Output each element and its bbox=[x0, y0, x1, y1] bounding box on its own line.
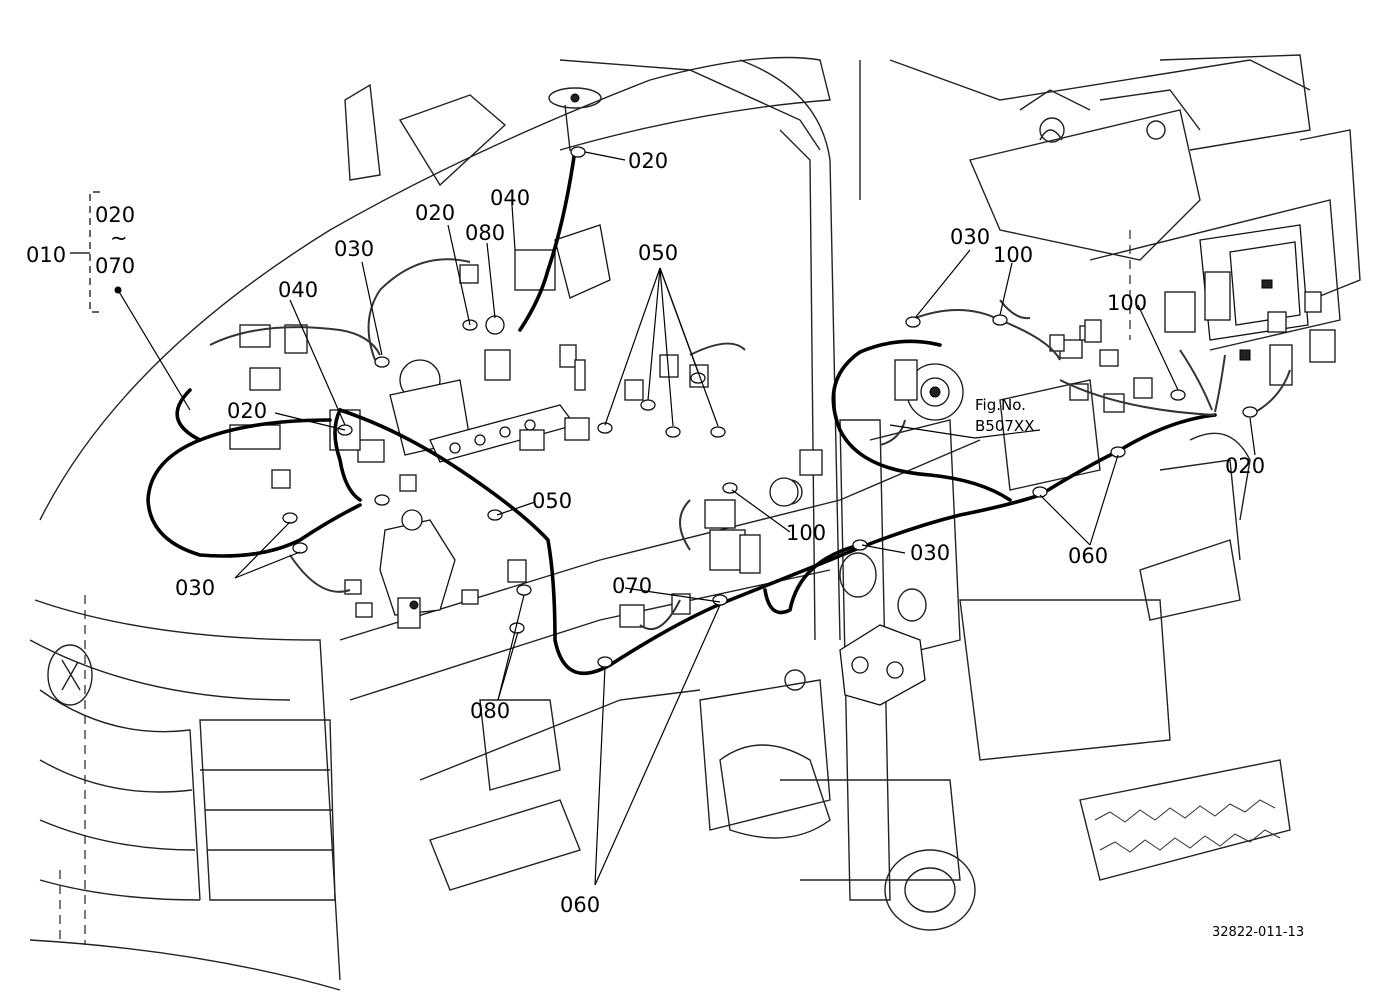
tractor-body-outline bbox=[29, 54, 1361, 991]
callout-020-right: 020 bbox=[1225, 454, 1265, 478]
callout-040-top: 040 bbox=[490, 186, 530, 210]
callout-030-mid: 030 bbox=[910, 541, 950, 565]
wiring-harness bbox=[146, 148, 1291, 676]
callout-060-right: 060 bbox=[1068, 544, 1108, 568]
group-id-label: 010 bbox=[26, 243, 66, 267]
group-range-tilde: ~ bbox=[110, 226, 128, 250]
callout-060-bottom: 060 bbox=[560, 893, 600, 917]
callout-020-top: 020 bbox=[628, 149, 668, 173]
group-bracket bbox=[70, 191, 100, 313]
drawing-code: 32822-011-13 bbox=[1212, 925, 1304, 940]
callout-080-bottom: 080 bbox=[470, 699, 510, 723]
electrical-components bbox=[229, 93, 1336, 706]
callout-100-top: 100 bbox=[993, 243, 1033, 267]
fig-ref-code: B507XX bbox=[975, 417, 1034, 435]
callout-080-top: 080 bbox=[465, 221, 505, 245]
callout-100-right: 100 bbox=[1107, 291, 1147, 315]
group-marker-dot bbox=[114, 286, 122, 294]
callout-040-left: 040 bbox=[278, 278, 318, 302]
callout-030-right: 030 bbox=[950, 225, 990, 249]
callout-100-mid: 100 bbox=[786, 521, 826, 545]
harness-clamps bbox=[282, 146, 1258, 668]
callout-030-left: 030 bbox=[334, 237, 374, 261]
fig-ref-label: Fig.No. bbox=[975, 396, 1026, 414]
callout-020-left: 020 bbox=[227, 399, 267, 423]
callout-020-mid: 020 bbox=[415, 201, 455, 225]
group-range-start: 020 bbox=[95, 203, 135, 227]
callout-050-top: 050 bbox=[638, 241, 678, 265]
callout-050-mid: 050 bbox=[532, 489, 572, 513]
leader-lines bbox=[117, 151, 1256, 886]
group-range-end: 070 bbox=[95, 254, 135, 278]
callout-030-bottom-left: 030 bbox=[175, 576, 215, 600]
callout-070-mid: 070 bbox=[612, 574, 652, 598]
